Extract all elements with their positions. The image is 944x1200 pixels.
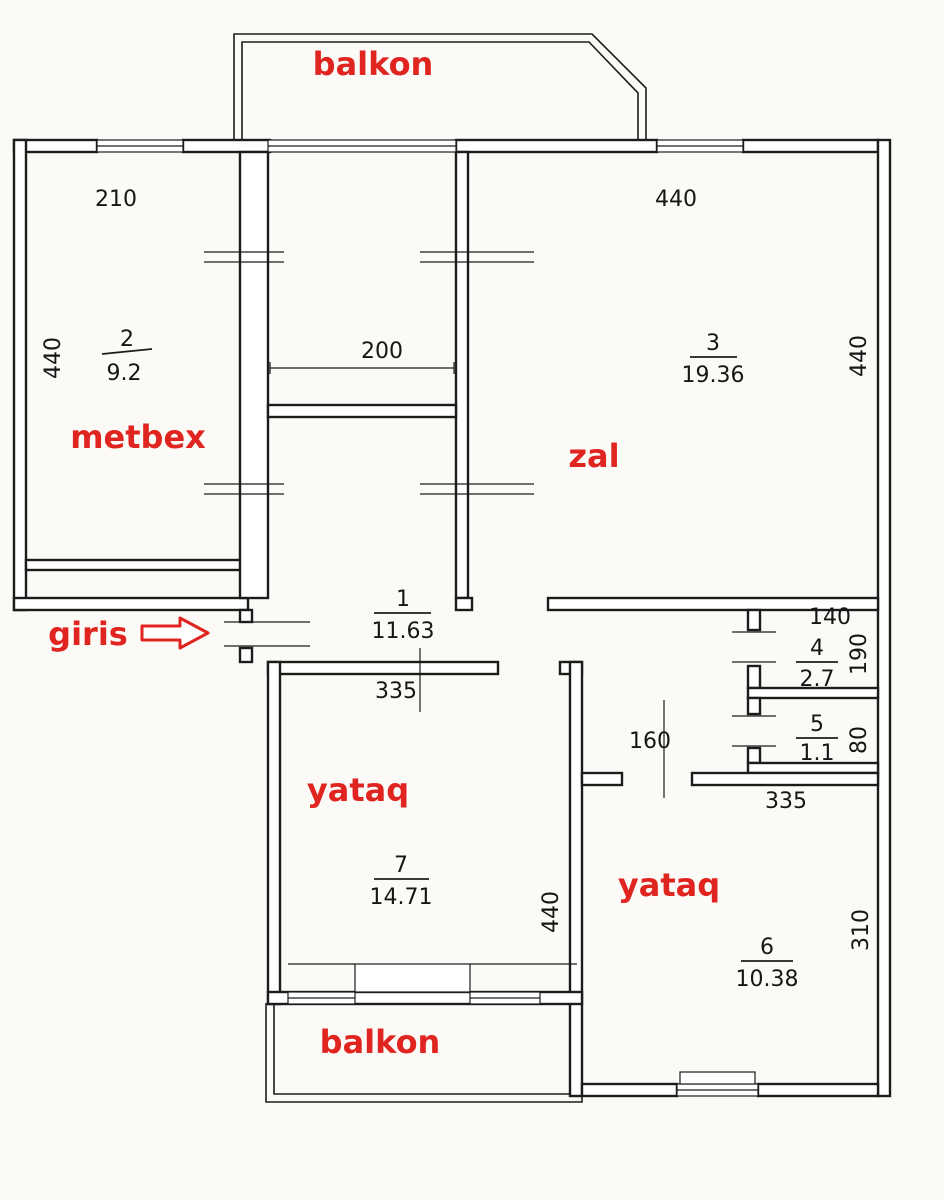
wall-right-outer xyxy=(876,138,892,1098)
wall-wc-left-bottom xyxy=(746,746,762,765)
dim-hall-width: 335 xyxy=(375,679,417,704)
wall-bathroom-wc-divider xyxy=(746,686,880,700)
wall-yataq7-yataq6-divider xyxy=(568,660,584,1098)
dim-corridor-width: 200 xyxy=(361,339,403,364)
wall-wc-left-top xyxy=(746,696,762,716)
windows xyxy=(96,139,759,1097)
room-2-area: 9.2 xyxy=(107,361,142,386)
dim-wc-height: 80 xyxy=(847,726,872,754)
label-giris: giris xyxy=(48,615,128,653)
label-yataq-left: yataq xyxy=(307,771,409,809)
room-1-number: 1 xyxy=(396,587,410,612)
underline-room-2 xyxy=(101,348,153,355)
wall-zal-top-right xyxy=(741,138,880,154)
label-zal: zal xyxy=(568,437,619,475)
dim-yataq6-height: 310 xyxy=(849,909,874,951)
wall-zal-bottom-stub xyxy=(454,596,474,612)
wall-metbex-bottom-outer xyxy=(12,596,250,612)
giris-arrow-icon xyxy=(140,616,210,650)
room-3-number: 3 xyxy=(706,331,720,356)
dim-metbex-height: 440 xyxy=(41,337,66,379)
wall-corridor-zal xyxy=(454,150,470,600)
wall-yataq6-bottom-left xyxy=(580,1082,679,1098)
room-5-number: 5 xyxy=(810,712,824,737)
wall-yataq7-top-left xyxy=(266,660,500,676)
dim-bathroom-height: 190 xyxy=(847,633,872,675)
dim-zal-height: 440 xyxy=(847,335,872,377)
dim-bathroom-width: 140 xyxy=(809,605,851,630)
yataq7-balcony-door xyxy=(354,963,471,993)
room-number-underlines xyxy=(101,348,838,962)
wall-metbex-corridor xyxy=(238,150,270,600)
label-yataq-right: yataq xyxy=(618,866,720,904)
wall-yataq7-left xyxy=(266,660,282,1006)
room-6-number: 6 xyxy=(760,935,774,960)
dimension-lines xyxy=(269,362,665,798)
dim-yataq7-height: 440 xyxy=(539,891,564,933)
top-balcony-inner-line xyxy=(241,41,639,141)
dim-zal-width: 440 xyxy=(655,187,697,212)
wall-zal-top-left xyxy=(454,138,659,154)
wall-giris-stub-top xyxy=(238,608,254,624)
wall-metbex-bottom-inner xyxy=(24,558,250,572)
wall-yataq6-top-left xyxy=(580,771,624,787)
dim-yataq6-door: 160 xyxy=(629,729,671,754)
wall-yataq6-bottom-right xyxy=(756,1082,880,1098)
dim-metbex-width: 210 xyxy=(95,187,137,212)
wall-left-outer xyxy=(12,138,28,612)
top-balcony-outline xyxy=(233,33,647,141)
walls xyxy=(12,138,892,1098)
label-balkon-top: balkon xyxy=(313,45,434,83)
label-metbex: metbex xyxy=(70,418,206,456)
wall-giris-stub-bottom xyxy=(238,646,254,664)
wall-bathroom-left-top xyxy=(746,608,762,632)
yataq6-window-frame xyxy=(679,1071,756,1085)
dimension-texts: 210 440 200 440 440 335 140 190 80 160 3… xyxy=(41,187,874,951)
wall-zal-bottom xyxy=(546,596,880,612)
top-balcony-outer-line xyxy=(233,33,647,141)
room-6-area: 10.38 xyxy=(736,967,799,992)
room-labels: balkon metbex zal giris yataq yataq balk… xyxy=(48,45,720,1061)
room-5-area: 1.1 xyxy=(800,741,835,766)
dim-yataq6-width: 335 xyxy=(765,789,807,814)
room-7-area: 14.71 xyxy=(370,885,433,910)
room-2-number: 2 xyxy=(120,327,134,352)
wall-bathroom-left-bottom xyxy=(746,664,762,690)
room-4-area: 2.7 xyxy=(800,667,835,692)
room-1-area: 11.63 xyxy=(372,619,435,644)
wall-yataq6-top-right xyxy=(690,771,880,787)
wall-corridor-bottom xyxy=(266,403,458,419)
room-4-number: 4 xyxy=(810,636,824,661)
room-7-number: 7 xyxy=(394,853,408,878)
wall-metbex-top-right xyxy=(181,138,272,154)
room-number-texts: 2 9.2 3 19.36 1 11.63 4 2.7 5 1.1 7 14.7… xyxy=(107,327,835,992)
room-3-area: 19.36 xyxy=(682,363,745,388)
opening-marks xyxy=(204,251,776,747)
label-balkon-bottom: balkon xyxy=(320,1023,441,1061)
